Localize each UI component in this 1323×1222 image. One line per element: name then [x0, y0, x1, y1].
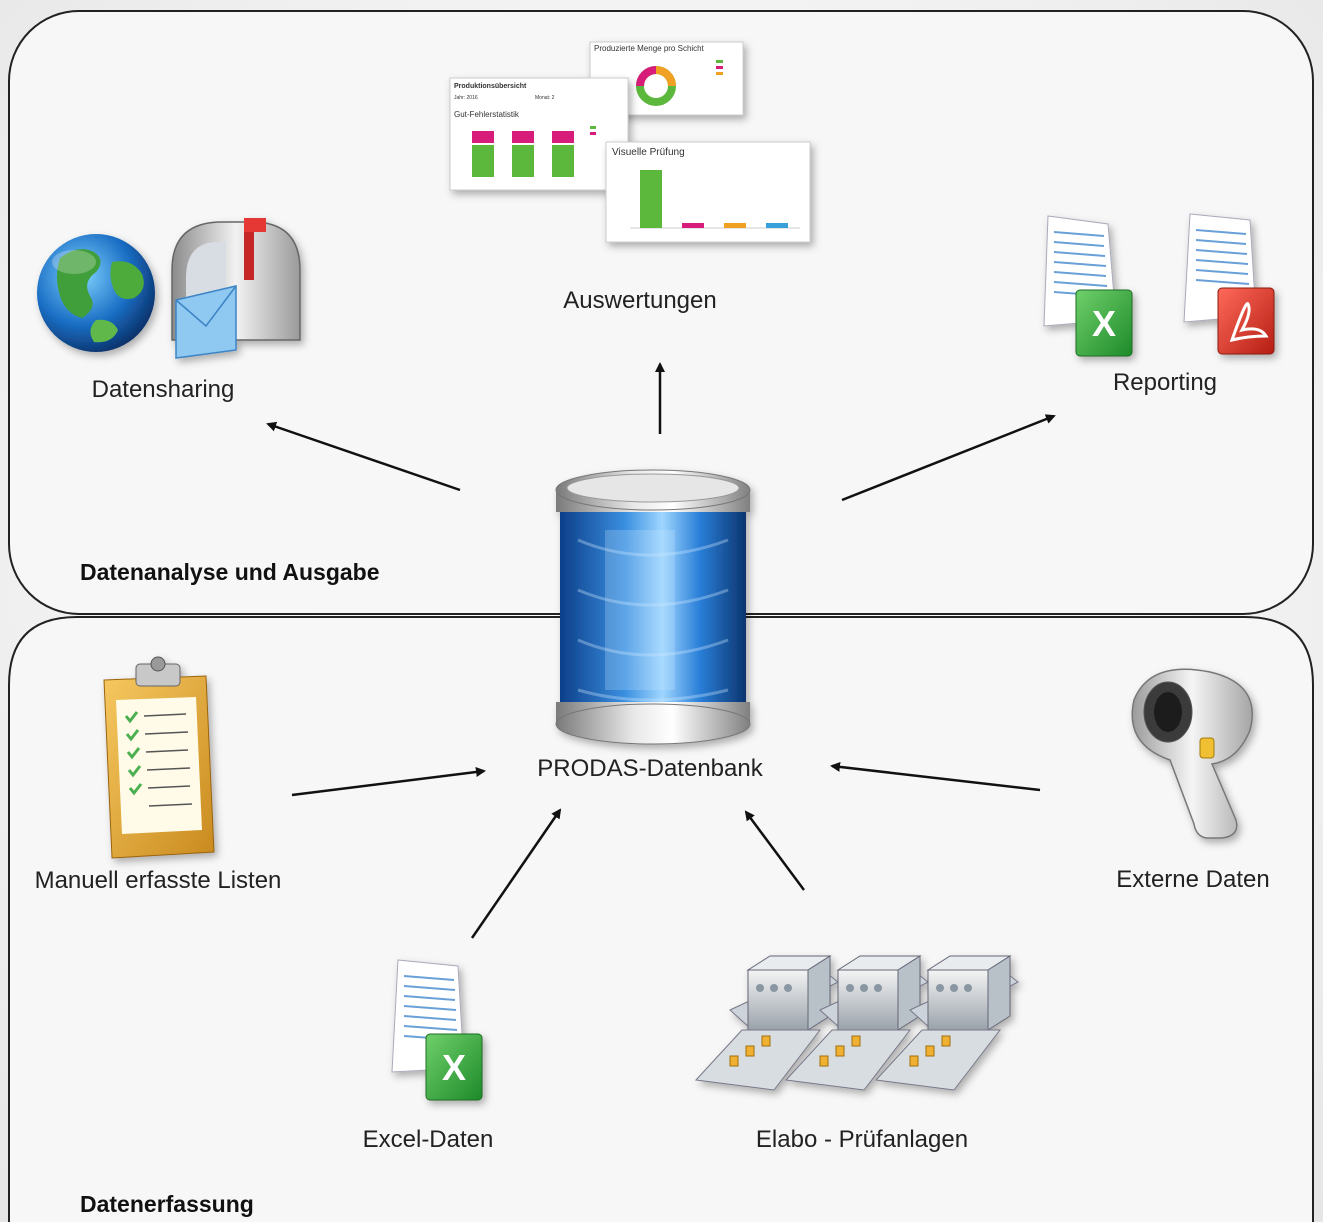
test-station-icon: [694, 955, 1019, 1091]
label-external-data: Externe Daten: [1116, 866, 1269, 893]
bar-3: [724, 223, 746, 228]
excel-document-icon: X: [1043, 215, 1133, 357]
production-overview-year: Jahr: 2016: [454, 95, 478, 101]
label-auswertungen: Auswertungen: [563, 287, 716, 314]
label-prodas-datenbank: PRODAS-Datenbank: [537, 755, 763, 782]
arrow-from-elabo: [744, 810, 806, 891]
pdf-document-icon: [1183, 213, 1275, 355]
report-thumbnails: Produzierte Menge pro Schicht Produktion…: [449, 41, 811, 243]
label-elabo-test-stations: Elabo - Prüfanlagen: [756, 1126, 968, 1153]
flow-arrows: [266, 362, 1056, 939]
clipboard-icon: [103, 656, 215, 859]
globe-icon: [37, 234, 155, 352]
section-title-capture: Datenerfassung: [80, 1191, 254, 1217]
test-station-1: [694, 955, 839, 1091]
svg-text:X: X: [1092, 303, 1116, 344]
mailbox-icon: [171, 218, 301, 359]
database-icon: [555, 469, 751, 745]
good-defect-bars: [472, 126, 596, 177]
excel-data-document-icon: X: [391, 959, 483, 1101]
production-overview-subtitle: Gut-Fehlerstatistik: [454, 110, 520, 119]
arrow-to-datensharing: [266, 421, 461, 492]
barcode-scanner-icon: [1131, 668, 1253, 839]
label-reporting: Reporting: [1113, 369, 1217, 396]
label-manual-lists: Manuell erfasste Listen: [35, 867, 282, 894]
arrow-from-excel: [470, 808, 562, 939]
production-overview-title: Produktionsübersicht: [454, 83, 527, 90]
svg-text:X: X: [442, 1047, 466, 1088]
test-station-3: [874, 955, 1019, 1091]
section-title-analysis: Datenanalyse und Ausgabe: [80, 559, 380, 585]
bar-4: [766, 223, 788, 228]
label-excel-data: Excel-Daten: [363, 1126, 494, 1153]
arrow-from-manual: [291, 767, 486, 797]
arrow-from-external: [830, 761, 1041, 792]
production-overview-thumbnail: Produktionsübersicht Jahr: 2016 Monat: 2…: [449, 77, 629, 191]
production-overview-month: Monat: 2: [535, 95, 555, 101]
visual-inspection-title: Visuelle Prüfung: [612, 147, 685, 158]
arrow-to-reporting: [841, 414, 1056, 502]
bar-gut: [640, 170, 662, 228]
test-station-2: [784, 955, 929, 1091]
bar-2: [682, 223, 704, 228]
visual-inspection-thumbnail: Visuelle Prüfung: [605, 141, 811, 243]
label-datensharing: Datensharing: [92, 376, 235, 403]
quantity-per-shift-title: Produzierte Menge pro Schicht: [594, 44, 705, 53]
